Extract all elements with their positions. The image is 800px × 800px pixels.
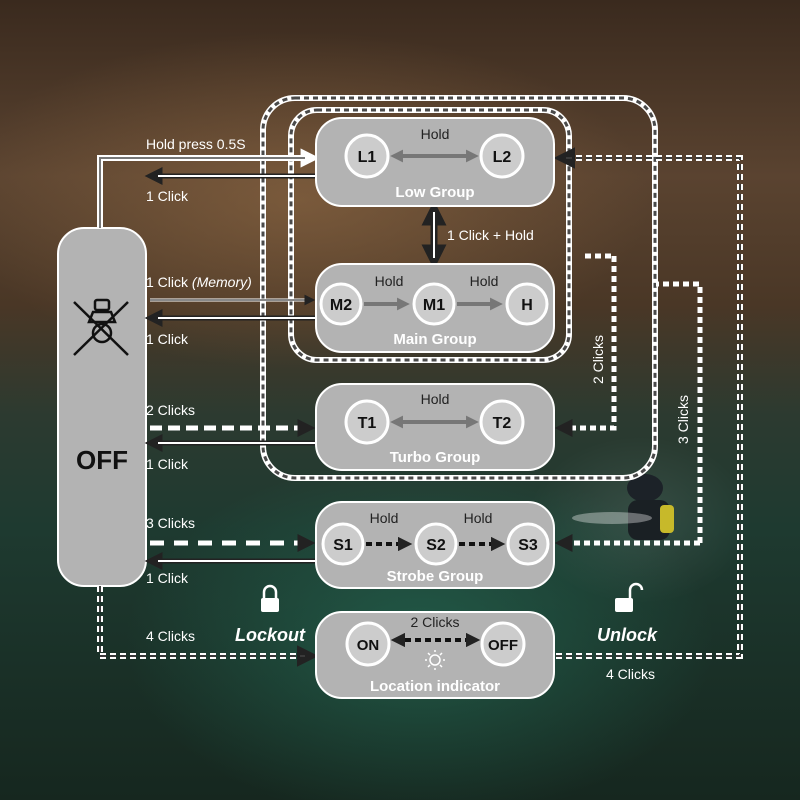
mode-t1-button[interactable] [344, 399, 390, 445]
mode-l1-label: L1 [358, 149, 377, 166]
right-two-clicks-label: 2 Clicks [590, 335, 606, 384]
lock-icon [261, 584, 279, 612]
lockout-label: Lockout [235, 625, 306, 645]
strobe-group: S1 S2 S3 Hold Hold Strobe Group [315, 501, 555, 589]
strobe-hold-label-1: Hold [370, 510, 399, 526]
mode-s1-button[interactable] [321, 522, 365, 566]
strobe-group-title: Strobe Group [387, 568, 484, 585]
strobe-hold-label-2: Hold [464, 510, 493, 526]
mode-m2-label: M2 [330, 297, 352, 314]
hold-press-label: Hold press 0.5S [146, 136, 246, 152]
low-one-click-label: 1 Click [146, 188, 189, 204]
unlock-label: Unlock [597, 625, 658, 645]
mode-h-button[interactable] [505, 282, 549, 326]
main-group: M2 M1 H Hold Hold Main Group [315, 263, 555, 353]
main-one-click-label: 1 Click [146, 331, 189, 347]
memory-click-italic: (Memory) [192, 274, 252, 290]
mode-m1-button[interactable] [412, 282, 456, 326]
main-group-title: Main Group [393, 331, 476, 348]
off-label: OFF [76, 445, 128, 475]
location-indicator-group: ON OFF 2 Clicks Location indicator [315, 611, 555, 699]
main-hold-label-1: Hold [375, 273, 404, 289]
no-light-icon [73, 298, 129, 356]
memory-click-label: 1 Click (Memory) [146, 274, 252, 290]
lockout-four-clicks-label: 4 Clicks [146, 628, 195, 644]
mode-s3-button[interactable] [506, 522, 550, 566]
indicator-off-button[interactable] [480, 621, 526, 667]
mode-t1-label: T1 [358, 415, 377, 432]
strobe-one-click-label: 1 Click [146, 570, 189, 586]
mode-l2-button[interactable] [479, 133, 525, 179]
turbo-one-click-label: 1 Click [146, 456, 189, 472]
mode-m1-label: M1 [423, 297, 445, 314]
mode-s1-label: S1 [333, 537, 353, 554]
unlock-four-clicks-label: 4 Clicks [606, 666, 655, 682]
low-hold-label: Hold [421, 126, 450, 142]
main-hold-label-2: Hold [470, 273, 499, 289]
diver-figure [572, 474, 674, 540]
turbo-group-title: Turbo Group [390, 449, 481, 466]
low-group: L1 L2 Hold Low Group [315, 117, 555, 207]
location-indicator-title: Location indicator [370, 678, 500, 695]
indicator-off-label: OFF [488, 637, 518, 654]
mode-h-label: H [521, 297, 533, 314]
mode-l1-button[interactable] [344, 133, 390, 179]
click-hold-label: 1 Click + Hold [447, 227, 534, 243]
memory-click-prefix: 1 Click [146, 274, 192, 290]
mode-s2-label: S2 [426, 537, 446, 554]
turbo-two-clicks-label: 2 Clicks [146, 402, 195, 418]
sun-icon [425, 650, 445, 670]
strobe-three-clicks-label: 3 Clicks [146, 515, 195, 531]
indicator-on-button[interactable] [345, 621, 391, 667]
mode-l2-label: L2 [493, 149, 512, 166]
off-panel: OFF [57, 227, 147, 587]
right-three-clicks-label: 3 Clicks [675, 395, 691, 444]
turbo-group: T1 T2 Hold Turbo Group [315, 383, 555, 471]
mode-s3-label: S3 [518, 537, 538, 554]
low-group-title: Low Group [395, 184, 474, 201]
mode-s2-button[interactable] [414, 522, 458, 566]
mode-m2-button[interactable] [319, 282, 363, 326]
mode-t2-label: T2 [493, 415, 512, 432]
mode-t2-button[interactable] [479, 399, 525, 445]
turbo-hold-label: Hold [421, 391, 450, 407]
indicator-on-label: ON [357, 637, 380, 654]
unlock-icon [615, 582, 644, 612]
indicator-clicks-label: 2 Clicks [410, 614, 459, 630]
